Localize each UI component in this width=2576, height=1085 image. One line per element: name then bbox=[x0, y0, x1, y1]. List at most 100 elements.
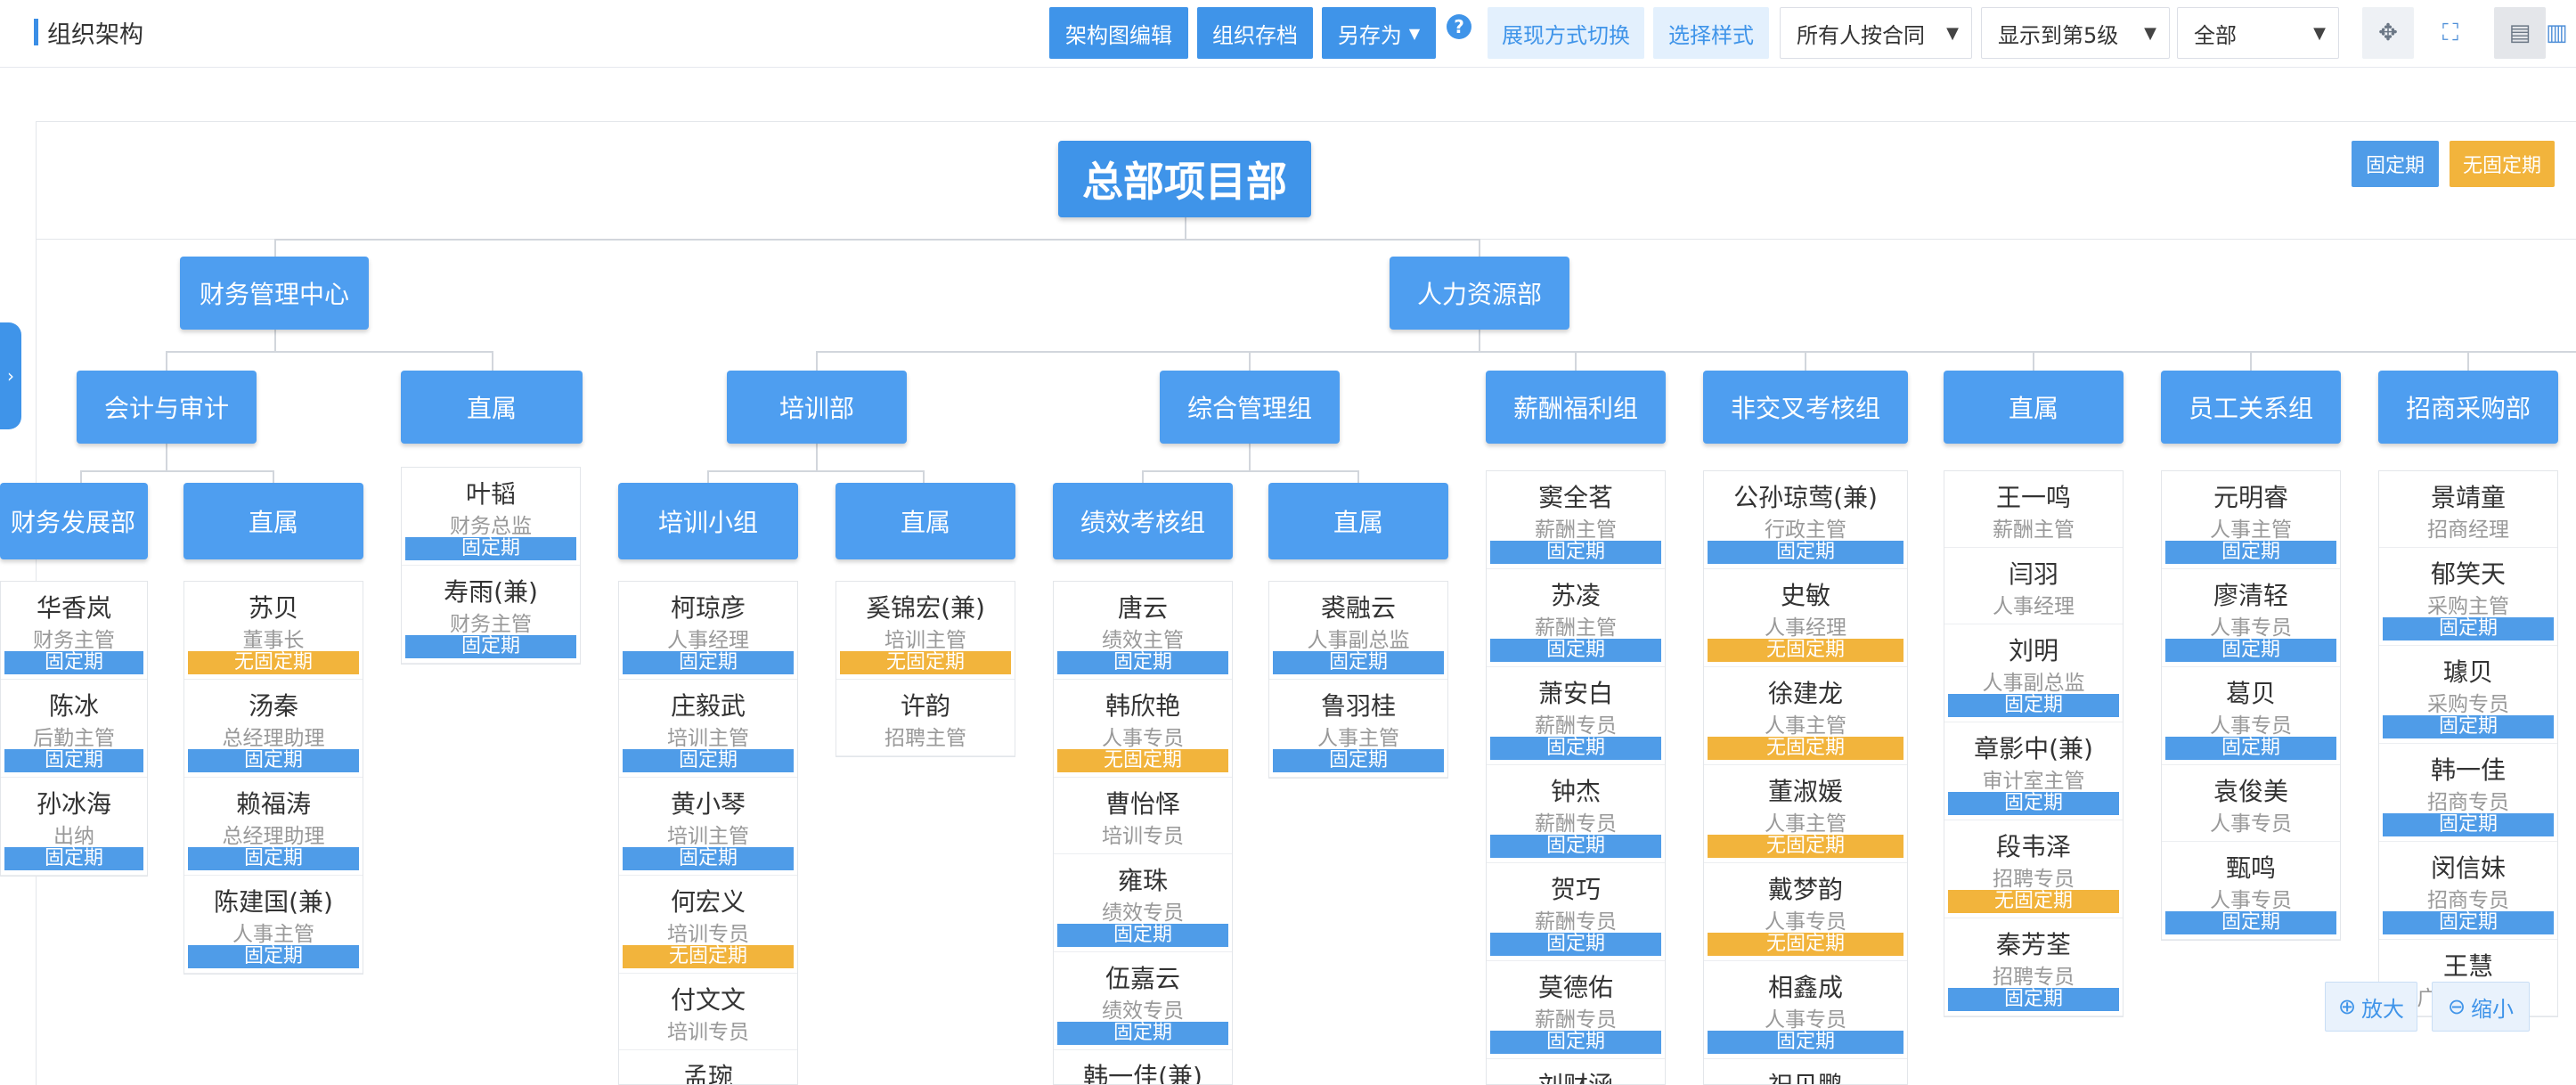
member-card[interactable]: 奚锦宏(兼)培训主管无固定期 bbox=[836, 582, 1015, 680]
node-hr-department[interactable]: 人力资源部 bbox=[1390, 257, 1569, 330]
select-style-button[interactable]: 选择样式 bbox=[1653, 7, 1769, 59]
member-card[interactable]: 璩贝采购专员固定期 bbox=[2379, 646, 2557, 744]
member-card[interactable]: 刘明人事副总监固定期 bbox=[1944, 624, 2123, 722]
member-card[interactable]: 萧安白薪酬专员固定期 bbox=[1487, 667, 1665, 765]
org-archive-button[interactable]: 组织存档 bbox=[1197, 7, 1313, 59]
level-select[interactable]: 显示到第5级 ▼ bbox=[1981, 7, 2170, 59]
member-card[interactable]: 窦全茗薪酬主管固定期 bbox=[1487, 471, 1665, 569]
member-card[interactable]: 戴梦韵人事专员无固定期 bbox=[1704, 863, 1907, 961]
node-performance-group[interactable]: 绩效考核组 bbox=[1053, 483, 1233, 559]
member-title: 总经理助理 bbox=[222, 727, 325, 750]
member-card[interactable]: 袁俊美人事专员 bbox=[2162, 765, 2340, 842]
node-general-direct[interactable]: 直属 bbox=[1268, 483, 1448, 559]
member-card[interactable]: 闵信妹招商专员固定期 bbox=[2379, 842, 2557, 940]
member-card[interactable]: 雍珠绩效专员固定期 bbox=[1054, 854, 1232, 952]
member-card[interactable]: 付文文培训专员 bbox=[619, 974, 797, 1050]
member-card[interactable]: 段韦泽招聘专员无固定期 bbox=[1944, 820, 2123, 918]
member-title: 薪酬主管 bbox=[1535, 616, 1617, 640]
node-salary-welfare[interactable]: 薪酬福利组 bbox=[1486, 371, 1666, 444]
member-card[interactable]: 黄小琴培训主管固定期 bbox=[619, 778, 797, 876]
member-card[interactable]: 裘融云人事副总监固定期 bbox=[1269, 582, 1447, 680]
sidebar-toggle-handle[interactable]: › bbox=[0, 322, 21, 429]
member-card[interactable]: 许韵招聘主管 bbox=[836, 680, 1015, 756]
member-card[interactable]: 廖清轻人事专员固定期 bbox=[2162, 569, 2340, 667]
member-card[interactable]: 庄毅武培训主管固定期 bbox=[619, 680, 797, 778]
layout-list-icon[interactable]: ▥ bbox=[2546, 7, 2576, 59]
member-card[interactable]: 寿雨(兼)财务主管固定期 bbox=[402, 566, 580, 664]
member-card[interactable]: 苏贝董事长无固定期 bbox=[184, 582, 363, 680]
member-name: 王一鸣 bbox=[1995, 483, 2071, 512]
member-card[interactable]: 唐云绩效主管固定期 bbox=[1054, 582, 1232, 680]
save-as-button[interactable]: 另存为 ▼ bbox=[1322, 7, 1436, 59]
node-training-group[interactable]: 培训小组 bbox=[618, 483, 798, 559]
member-card[interactable]: 郁笑天采购主管固定期 bbox=[2379, 548, 2557, 646]
node-accounting-audit[interactable]: 会计与审计 bbox=[77, 371, 257, 444]
node-finance-center[interactable]: 财务管理中心 bbox=[180, 257, 369, 330]
member-card[interactable]: 韩一佳(兼) bbox=[1054, 1050, 1232, 1085]
member-card[interactable]: 秦芳荃招聘专员固定期 bbox=[1944, 918, 2123, 1016]
member-card[interactable]: 汤秦总经理助理固定期 bbox=[184, 680, 363, 778]
member-card[interactable]: 葛贝人事专员固定期 bbox=[2162, 667, 2340, 765]
member-card[interactable]: 华香岚财务主管固定期 bbox=[1, 582, 147, 680]
member-card[interactable]: 陈建国(兼)人事主管固定期 bbox=[184, 876, 363, 974]
move-icon[interactable]: ✥ bbox=[2362, 7, 2414, 59]
member-title: 财务总监 bbox=[450, 515, 532, 538]
member-card[interactable]: 钟杰薪酬专员固定期 bbox=[1487, 765, 1665, 863]
member-card[interactable]: 鲁羽桂人事主管固定期 bbox=[1269, 680, 1447, 778]
member-card[interactable]: 徐建龙人事主管无固定期 bbox=[1704, 667, 1907, 765]
connector-line bbox=[80, 470, 274, 472]
member-card[interactable]: 叶韬财务总监固定期 bbox=[402, 468, 580, 566]
member-card[interactable]: 公孙琼莺(兼)行政主管固定期 bbox=[1704, 471, 1907, 569]
member-card[interactable]: 何宏义培训专员无固定期 bbox=[619, 876, 797, 974]
zoom-in-button[interactable]: ⊕ 放大 bbox=[2325, 982, 2417, 1032]
member-card[interactable]: 闫羽人事经理 bbox=[1944, 548, 2123, 624]
contract-select[interactable]: 所有人按合同 ▼ bbox=[1780, 7, 1972, 59]
member-card[interactable]: 伍嘉云绩效专员固定期 bbox=[1054, 952, 1232, 1050]
layout-tree-icon[interactable]: ▤ bbox=[2494, 7, 2546, 59]
member-card[interactable]: 史敏人事经理无固定期 bbox=[1704, 569, 1907, 667]
member-card[interactable]: 曹怡怿培训专员 bbox=[1054, 778, 1232, 854]
member-card[interactable]: 贺巧薪酬专员固定期 bbox=[1487, 863, 1665, 961]
member-card[interactable]: 景靖童招商经理 bbox=[2379, 471, 2557, 548]
node-cross-exam[interactable]: 非交叉考核组 bbox=[1703, 371, 1908, 444]
member-card[interactable]: 韩一佳招商专员固定期 bbox=[2379, 744, 2557, 842]
member-card[interactable]: 莫德佑薪酬专员固定期 bbox=[1487, 961, 1665, 1059]
fullscreen-icon[interactable]: ⛶ bbox=[2425, 7, 2476, 59]
member-card[interactable]: 柯琼彦人事经理固定期 bbox=[619, 582, 797, 680]
zoom-out-button[interactable]: ⊖ 缩小 bbox=[2432, 982, 2530, 1032]
member-card[interactable]: 陈冰后勤主管固定期 bbox=[1, 680, 147, 778]
node-training-department[interactable]: 培训部 bbox=[727, 371, 907, 444]
member-name: 华香岚 bbox=[36, 593, 111, 623]
node-purchasing[interactable]: 招商采购部 bbox=[2378, 371, 2558, 444]
member-card[interactable]: 孙冰海出纳固定期 bbox=[1, 778, 147, 876]
node-employee-relations[interactable]: 员工关系组 bbox=[2161, 371, 2341, 444]
member-card[interactable]: 董淑媛人事主管无固定期 bbox=[1704, 765, 1907, 863]
legend-open-term[interactable]: 无固定期 bbox=[2450, 141, 2555, 187]
node-finance-development[interactable]: 财务发展部 bbox=[0, 483, 148, 559]
root-node[interactable]: 总部项目部 bbox=[1058, 141, 1311, 217]
node-hr-direct[interactable]: 直属 bbox=[1944, 371, 2124, 444]
chart-edit-button[interactable]: 架构图编辑 bbox=[1049, 7, 1188, 59]
member-card[interactable]: 祝贝鹏 bbox=[1704, 1059, 1907, 1084]
member-name: 韩一佳(兼) bbox=[1083, 1062, 1202, 1085]
node-finance-direct[interactable]: 直属 bbox=[401, 371, 583, 444]
member-card[interactable]: 赖福涛总经理助理固定期 bbox=[184, 778, 363, 876]
member-card[interactable]: 甄鸣人事专员固定期 bbox=[2162, 842, 2340, 940]
member-card[interactable]: 王一鸣薪酬主管 bbox=[1944, 471, 2123, 548]
node-general-management[interactable]: 综合管理组 bbox=[1160, 371, 1340, 444]
node-training-direct[interactable]: 直属 bbox=[836, 483, 1015, 559]
fixed-term-badge: 固定期 bbox=[4, 749, 143, 772]
node-accounting-direct[interactable]: 直属 bbox=[183, 483, 363, 559]
help-icon[interactable]: ? bbox=[1447, 14, 1471, 39]
member-card[interactable]: 元明睿人事主管固定期 bbox=[2162, 471, 2340, 569]
member-card[interactable]: 相鑫成人事专员固定期 bbox=[1704, 961, 1907, 1059]
legend-fixed-term[interactable]: 固定期 bbox=[2352, 141, 2439, 187]
scope-select[interactable]: 全部 ▼ bbox=[2177, 7, 2339, 59]
member-card[interactable]: 章影中(兼)审计室主管固定期 bbox=[1944, 722, 2123, 820]
member-card[interactable]: 韩欣艳人事专员无固定期 bbox=[1054, 680, 1232, 778]
member-card[interactable]: 孟琬 bbox=[619, 1050, 797, 1084]
member-name: 甄鸣 bbox=[2225, 853, 2276, 883]
member-card[interactable]: 苏凌薪酬主管固定期 bbox=[1487, 569, 1665, 667]
display-mode-button[interactable]: 展现方式切换 bbox=[1488, 7, 1644, 59]
member-card[interactable]: 刘财涵 bbox=[1487, 1059, 1665, 1084]
